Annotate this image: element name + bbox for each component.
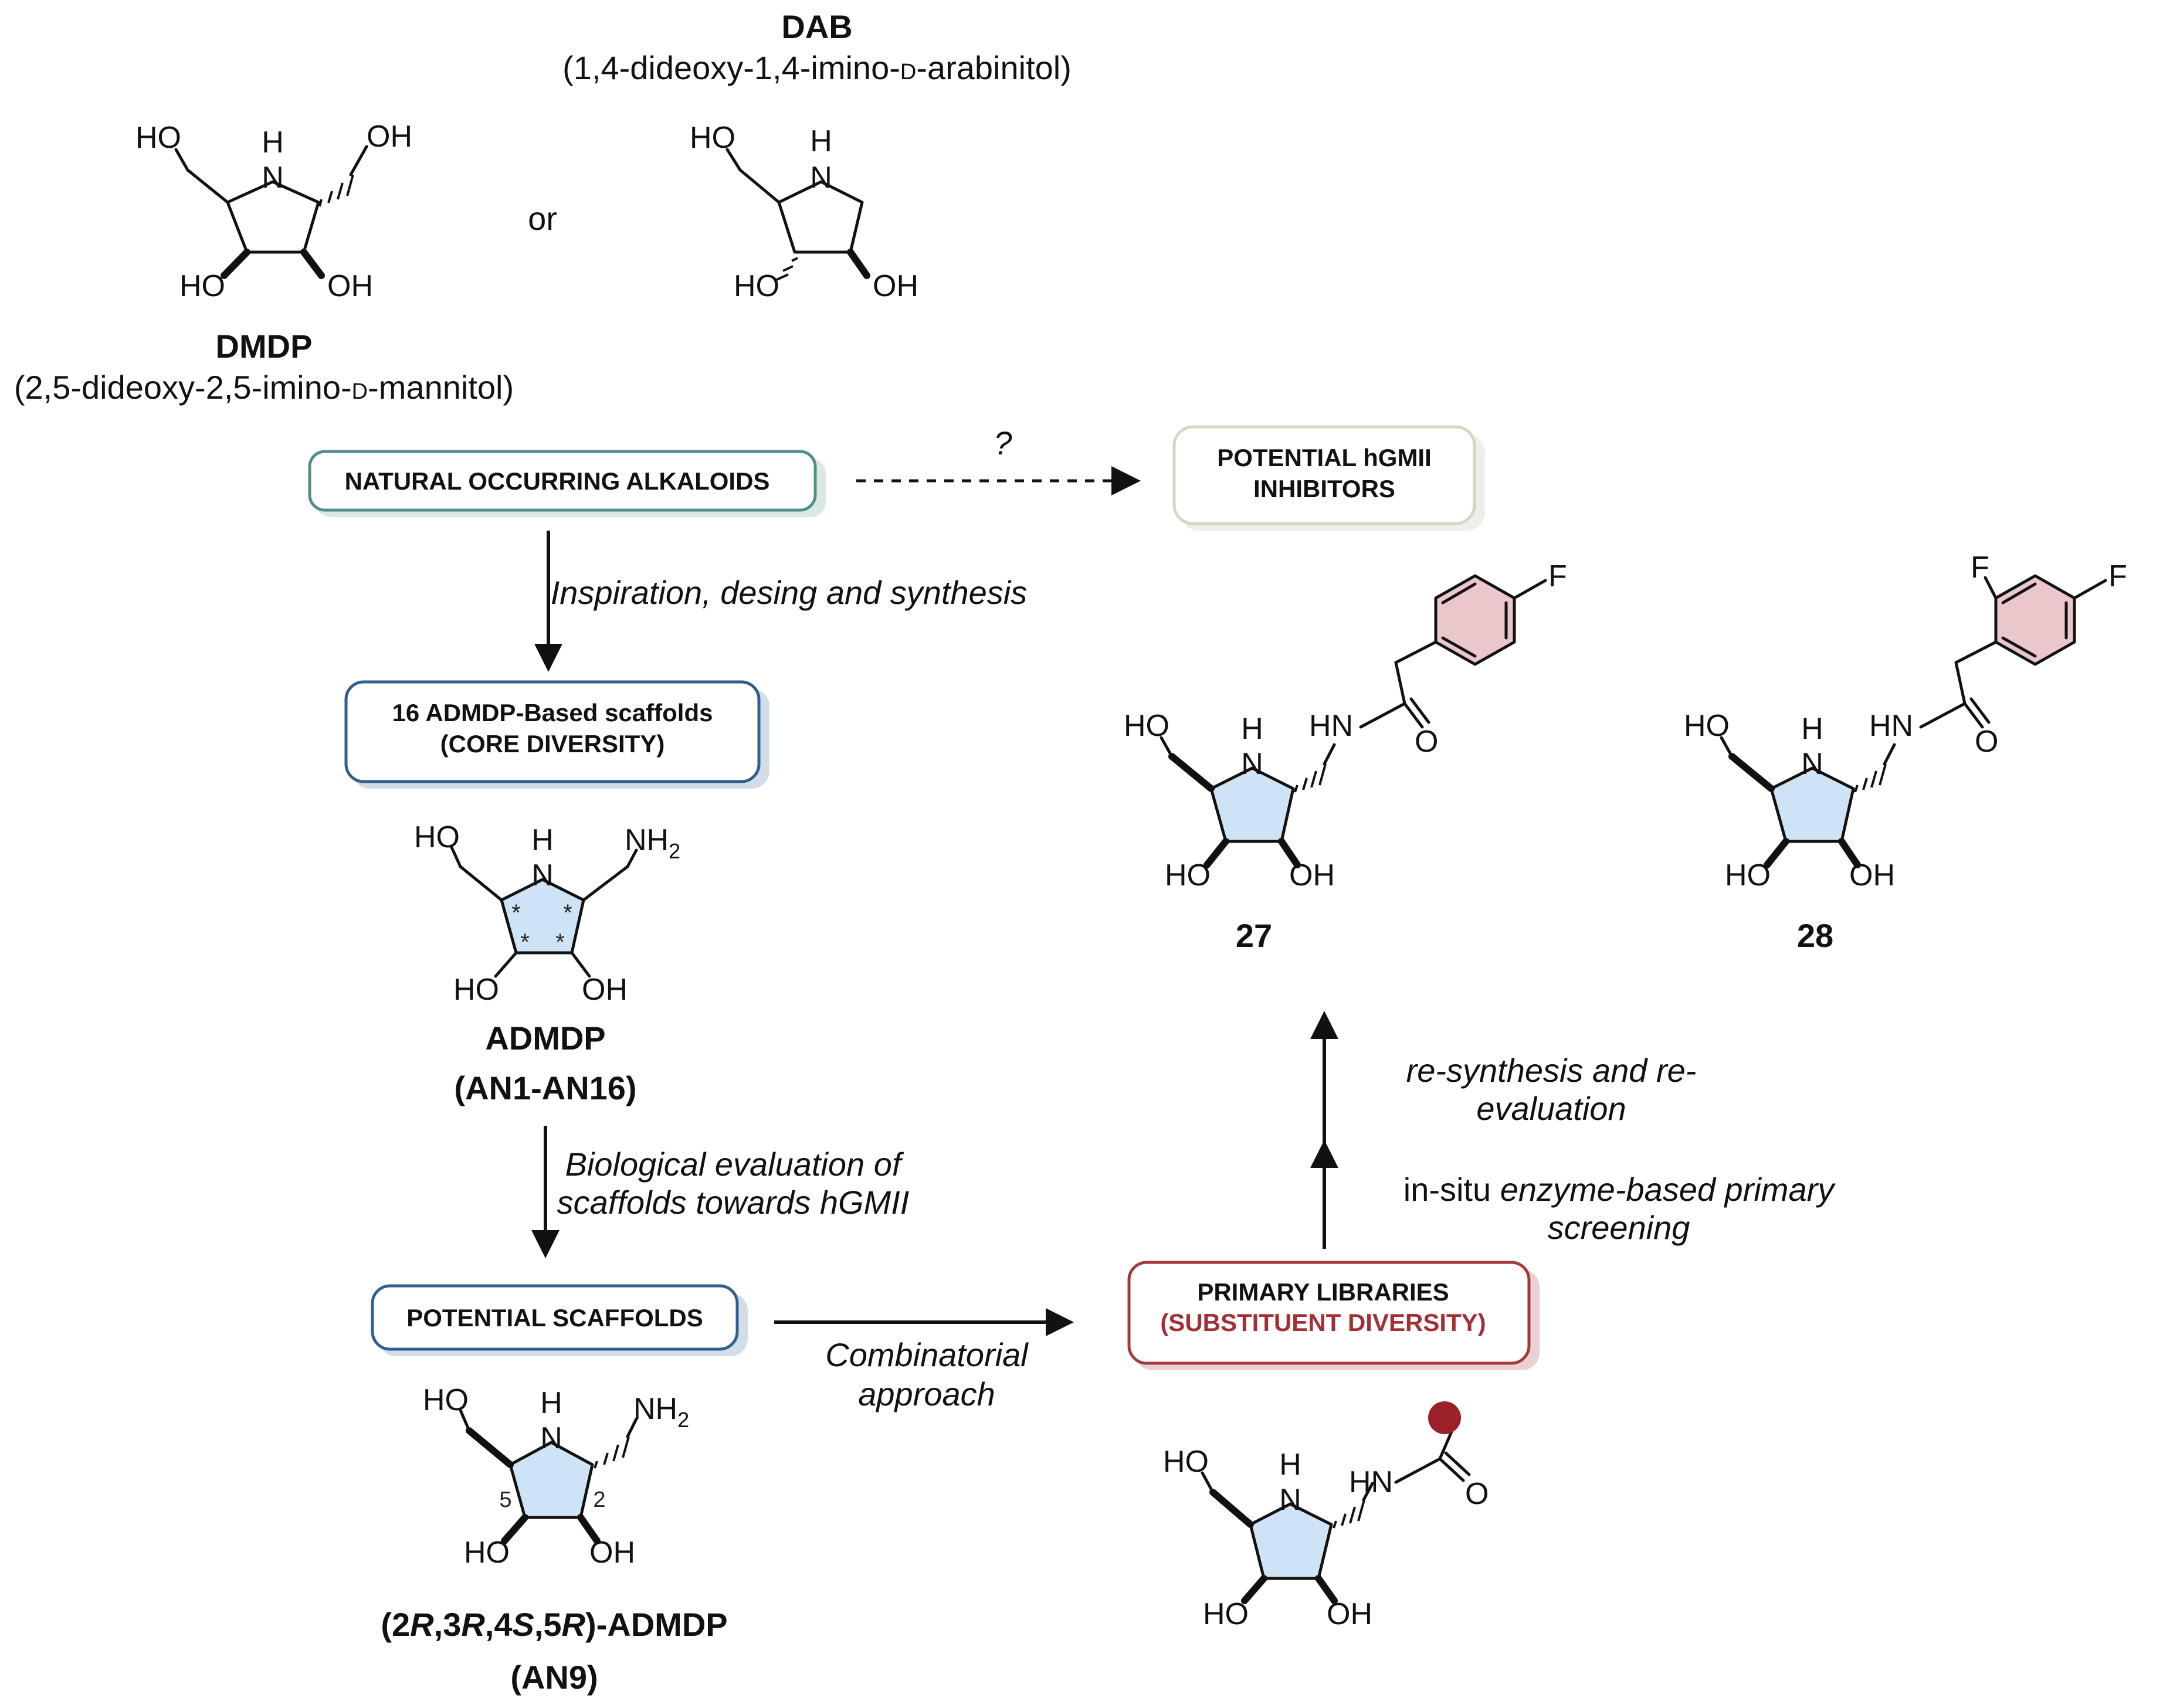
- atom-ho: HO: [1163, 1445, 1209, 1479]
- primary-libraries-line1: PRIMARY LIBRARIES: [1197, 1278, 1449, 1306]
- primary-libraries-line2: (SUBSTITUENT DIVERSITY): [1160, 1309, 1486, 1336]
- atom-ho: HO: [734, 269, 779, 303]
- atom-ho: HO: [423, 1383, 469, 1417]
- atom-oh: OH: [873, 269, 918, 303]
- dmdp-subtitle: (2,5-dideoxy-2,5-imino-D-mannitol): [14, 369, 514, 406]
- atom-n: N: [1241, 747, 1263, 781]
- box-potential-inhibitors: POTENTIAL hGMII INHIBITORS: [1172, 425, 1485, 531]
- question-mark: ?: [994, 425, 1012, 461]
- atom-h: H: [1279, 1448, 1301, 1482]
- atom-oh: OH: [1327, 1597, 1372, 1631]
- box-primary-libraries: PRIMARY LIBRARIES (SUBSTITUENT DIVERSITY…: [1127, 1261, 1540, 1370]
- atom-hn: HN: [1869, 709, 1913, 743]
- potential-scaffolds-label: POTENTIAL SCAFFOLDS: [406, 1304, 703, 1332]
- library-structure: N H HO HN O HO OH: [1163, 1401, 1489, 1631]
- atom-h: H: [810, 124, 832, 158]
- stereocenter-star: *: [563, 900, 572, 926]
- atom-oh: OH: [589, 1536, 635, 1570]
- admdp-structure: N H HO NH2 HO OH * * * *: [414, 820, 680, 1007]
- admdp-title: ADMDP: [485, 1020, 605, 1057]
- atom-n: N: [531, 858, 554, 892]
- resyn-label-line2: evaluation: [1476, 1090, 1626, 1127]
- atom-o: O: [1415, 725, 1438, 759]
- atom-ho: HO: [179, 269, 225, 303]
- atom-n: N: [540, 1421, 562, 1455]
- locant-5: 5: [499, 1488, 511, 1512]
- atom-f: F: [1548, 559, 1567, 593]
- atom-hn: HN: [1349, 1465, 1393, 1499]
- atom-f: F: [2108, 559, 2127, 593]
- atom-nh2: NH2: [633, 1392, 689, 1432]
- atom-n: N: [1801, 747, 1823, 781]
- atom-ho: HO: [1725, 858, 1771, 892]
- atom-ho: HO: [1165, 858, 1211, 892]
- atom-oh: OH: [1289, 858, 1335, 892]
- stereocenter-star: *: [555, 929, 565, 955]
- atom-oh: OH: [582, 973, 628, 1007]
- atom-o: O: [1975, 725, 1998, 759]
- dmdp-structure: N H HO OH HO OH: [135, 120, 412, 303]
- box-core-diversity: 16 ADMDP-Based scaffolds (CORE DIVERSITY…: [344, 680, 769, 789]
- atom-ho: HO: [464, 1536, 510, 1570]
- natural-alkaloids-label: NATURAL OCCURRING ALKALOIDS: [345, 467, 770, 495]
- dmdp-title: DMDP: [216, 328, 313, 365]
- box-natural-alkaloids: NATURAL OCCURRING ALKALOIDS: [308, 450, 826, 517]
- atom-ho: HO: [1684, 709, 1730, 743]
- bio-label-line2: scaffolds towards hGMII: [557, 1184, 910, 1221]
- compound-27-label: 27: [1236, 917, 1272, 954]
- insitu-label-line2: screening: [1548, 1209, 1690, 1246]
- stereocenter-star: *: [520, 929, 530, 955]
- admdp-subtitle: (AN1-AN16): [454, 1069, 636, 1106]
- atom-h: H: [262, 125, 284, 159]
- atom-h: H: [540, 1386, 562, 1420]
- atom-o: O: [1465, 1477, 1489, 1511]
- compound-28-structure: N H HO HN O F F HO OH: [1684, 551, 2127, 892]
- dab-subtitle: (1,4-dideoxy-1,4-imino-D-arabinitol): [562, 49, 1072, 86]
- atom-ho: HO: [453, 973, 499, 1007]
- dab-structure: N H HO HO OH: [690, 121, 918, 303]
- atom-nh2: NH2: [625, 823, 680, 863]
- potential-inhibitors-line1: POTENTIAL hGMII: [1217, 444, 1432, 471]
- atom-n: N: [262, 161, 284, 195]
- an9-subtitle: (AN9): [510, 1659, 598, 1696]
- atom-n: N: [1279, 1483, 1301, 1517]
- comb-label-line1: Combinatorial: [825, 1336, 1029, 1373]
- atom-oh: OH: [1849, 858, 1895, 892]
- inspiration-label: Inspiration, desing and synthesis: [551, 574, 1028, 611]
- box-potential-scaffolds: POTENTIAL SCAFFOLDS: [371, 1284, 748, 1356]
- core-diversity-line1: 16 ADMDP-Based scaffolds: [392, 699, 713, 726]
- stereocenter-star: *: [511, 900, 521, 926]
- locant-2: 2: [593, 1488, 605, 1512]
- an9-title: (2R,3R,4S,5R)-ADMDP: [381, 1606, 727, 1643]
- atom-h: H: [1801, 712, 1823, 746]
- atom-ho: HO: [1203, 1597, 1249, 1631]
- substituent-dot: [1428, 1401, 1461, 1434]
- atom-hn: HN: [1309, 709, 1353, 743]
- compound-28-label: 28: [1797, 917, 1833, 954]
- or-text: or: [528, 200, 557, 237]
- an9-structure: N H HO NH2 HO OH 5 2: [423, 1383, 689, 1570]
- potential-inhibitors-line2: INHIBITORS: [1253, 475, 1395, 502]
- atom-f: F: [1971, 551, 1989, 585]
- atom-ho: HO: [1124, 709, 1169, 743]
- atom-ho: HO: [690, 121, 735, 155]
- core-diversity-line2: (CORE DIVERSITY): [440, 730, 665, 758]
- atom-h: H: [531, 823, 554, 857]
- comb-label-line2: approach: [858, 1376, 995, 1412]
- atom-h: H: [1241, 712, 1263, 746]
- atom-n: N: [810, 161, 832, 195]
- atom-oh: OH: [327, 269, 373, 303]
- insitu-label-line1: in-situ enzyme-based primary: [1403, 1171, 1836, 1208]
- dab-title: DAB: [781, 8, 852, 45]
- bio-label-line1: Biological evaluation of: [565, 1146, 904, 1183]
- atom-ho: HO: [414, 820, 460, 854]
- resyn-label-line1: re-synthesis and re-: [1406, 1052, 1697, 1089]
- compound-27-structure: N H HO HN O F HO OH: [1124, 559, 1567, 892]
- atom-oh: OH: [367, 120, 412, 154]
- atom-ho: HO: [135, 121, 181, 155]
